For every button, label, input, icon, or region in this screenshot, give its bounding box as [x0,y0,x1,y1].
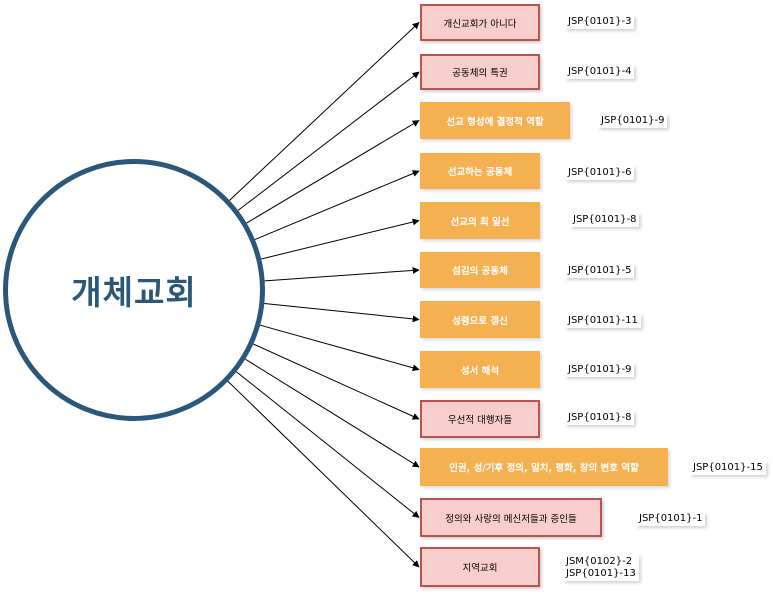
connector-arrow [229,22,420,201]
reference-tag: JSP{0101}-8 [565,411,635,425]
node-label: 성령으로 갱신 [452,315,508,327]
connector-arrow [237,71,420,211]
node-label: 선교 형성에 결정적 역할 [446,116,544,128]
node-label: 공동체의 특권 [452,68,508,79]
node-3[interactable]: 선교 형성에 결정적 역할 [420,102,570,139]
node-8[interactable]: 성서 해석 [420,351,540,388]
reference-tag: JSP{0101}-15 [690,461,766,475]
node-label: 정의와 사랑의 메신저들과 증인들 [445,513,577,525]
reference-tag: JSP{0101}-5 [565,264,635,278]
node-1[interactable]: 개신교회가 아니다 [420,4,540,41]
reference-code: JSP{0101}-8 [568,412,632,423]
node-12[interactable]: 지역교회 [420,547,540,587]
reference-tag: JSP{0101}-6 [565,166,635,180]
reference-code: JSP{0101}-6 [568,167,632,178]
connector-arrow [261,218,420,260]
reference-code: JSP{0101}-9 [601,115,665,126]
reference-tag: JSP{0101}-11 [565,314,641,328]
reference-code: JSP{0101}-8 [573,214,637,225]
node-6[interactable]: 섬김의 공동체 [420,252,540,288]
node-5[interactable]: 선교의 최 일선 [420,202,540,239]
reference-tag: JSP{0101}-8 [570,213,640,227]
reference-code: JSP{0101}-9 [568,364,632,375]
node-11[interactable]: 정의와 사랑의 메신저들과 증인들 [420,498,602,537]
reference-code: JSP{0101}-3 [568,16,632,27]
reference-code: JSP{0101}-11 [568,315,638,326]
node-10[interactable]: 인권, 성/기후 정의, 일치, 평화, 창의 변호 역할 [420,448,668,486]
reference-tag: JSP{0101}-9 [565,363,635,377]
connector-arrow [236,371,420,518]
reference-code: JSP{0101}-4 [568,66,632,77]
connector-arrow [227,380,420,568]
connector-arrow [245,358,420,468]
reference-code: JSP{0101}-15 [693,462,763,473]
reference-tag: JSP{0101}-3 [565,15,635,29]
reference-code: JSP{0101}-1 [639,513,703,524]
connector-arrow [246,120,420,224]
reference-code: JSP{0101}-5 [568,265,632,276]
reference-code: JSM{0102}-2 [566,556,633,567]
reference-tag: JSP{0101}-1 [636,512,706,526]
node-label: 선교의 최 일선 [450,216,510,228]
reference-tag: JSP{0101}-4 [565,65,635,79]
node-label: 인권, 성/기후 정의, 일치, 평화, 창의 변호 역할 [449,463,639,474]
node-label: 섬김의 공동체 [452,266,508,277]
node-7[interactable]: 성령으로 갱신 [420,301,540,338]
node-4[interactable]: 선교하는 공동체 [420,153,540,189]
node-9[interactable]: 우선적 대행자들 [420,400,540,438]
reference-code: JSP{0101}-13 [566,568,636,579]
node-label: 개신교회가 아니다 [443,18,517,30]
connector-arrow [260,324,420,372]
node-label: 선교하는 공동체 [447,167,513,178]
connector-arrow [264,266,420,282]
node-label: 지역교회 [462,563,498,574]
reference-tag: JSP{0101}-9 [598,114,668,128]
connector-arrow [253,343,420,420]
center-node[interactable]: 개체교회 [3,159,265,421]
node-label: 우선적 대행자들 [447,415,513,426]
node-2[interactable]: 공동체의 특권 [420,54,540,90]
connector-arrow [254,170,420,240]
connector-arrow [264,302,420,323]
node-label: 성서 해석 [460,365,500,377]
center-label: 개체교회 [71,273,197,312]
